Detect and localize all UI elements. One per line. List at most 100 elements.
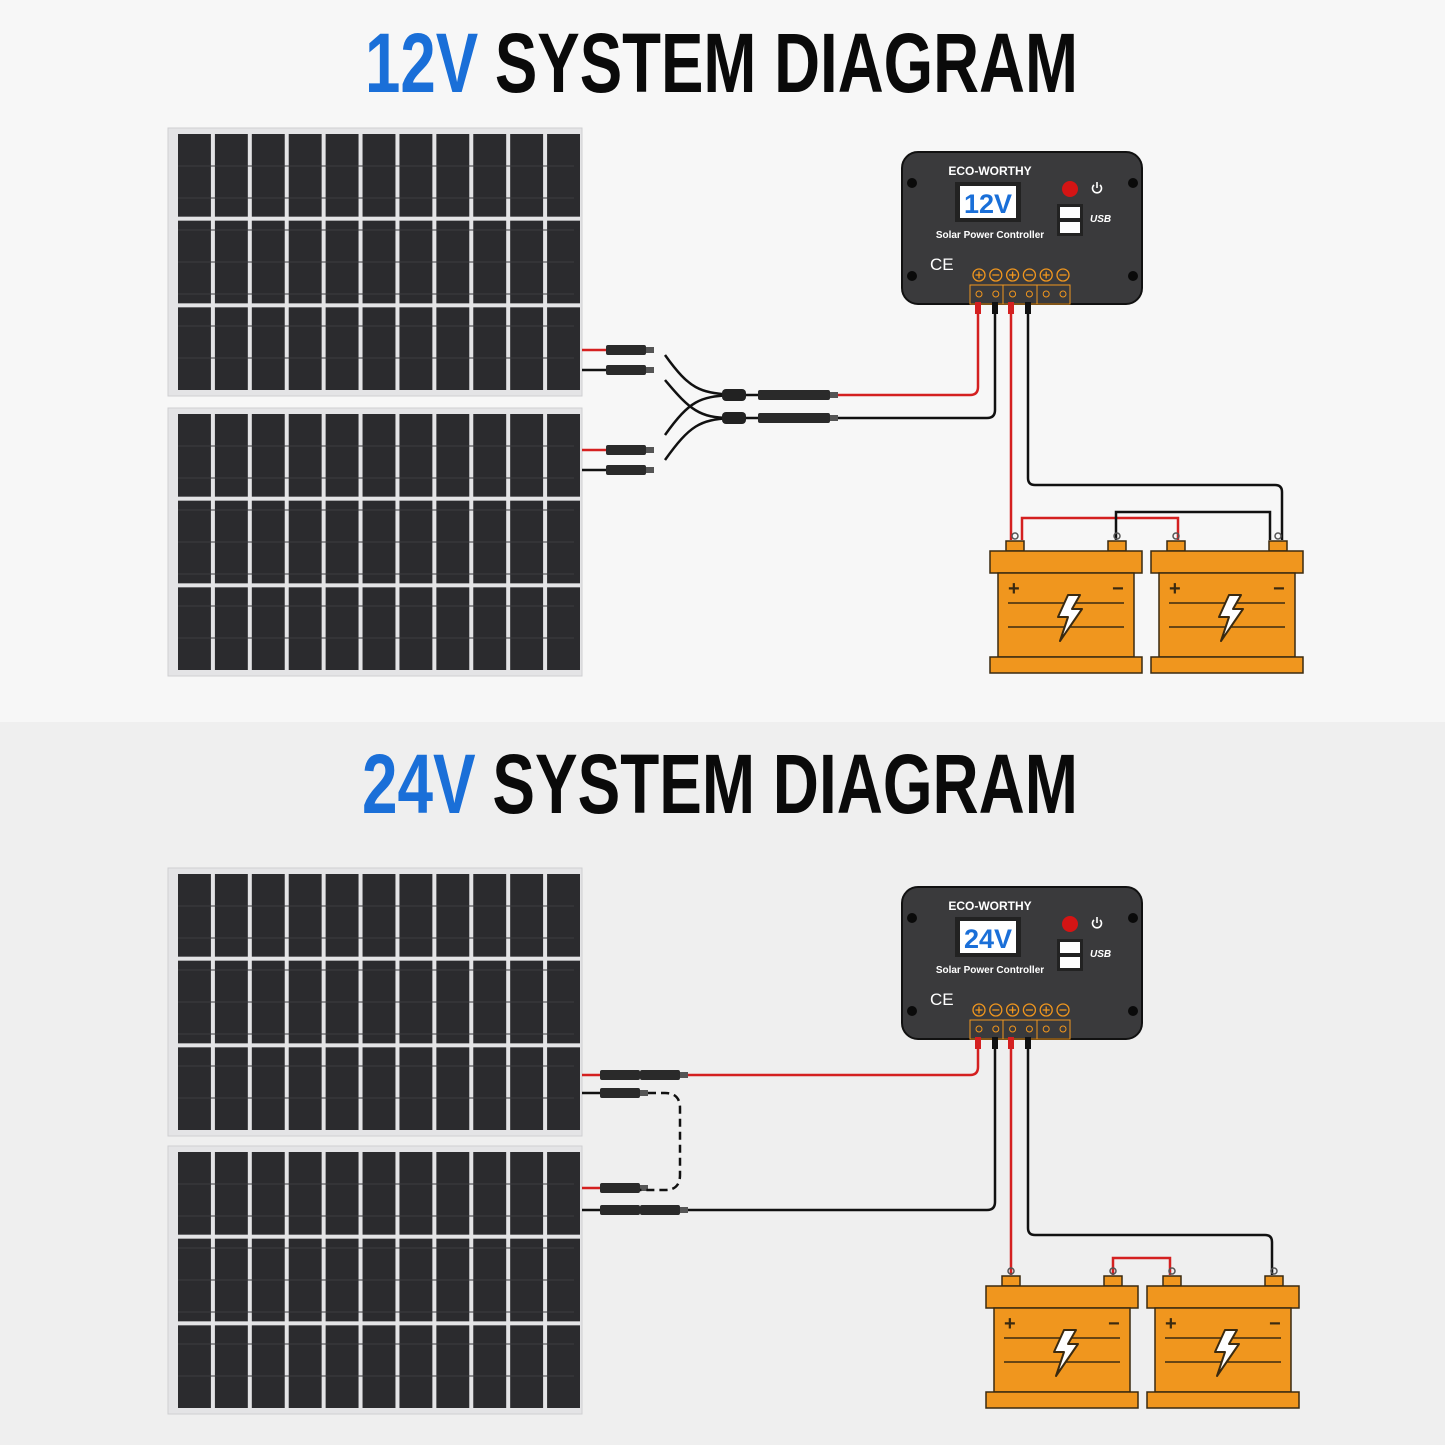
- minus-terminal-icon: [989, 268, 1003, 282]
- solar-cell: [362, 874, 396, 957]
- power-icon: [1091, 182, 1103, 194]
- solar-cell: [547, 307, 580, 390]
- title-voltage: 12V: [365, 16, 478, 110]
- lightning-bolt-icon: [1053, 1329, 1079, 1377]
- positive-post: [1162, 1275, 1182, 1287]
- minus-terminal-icon: [989, 1003, 1003, 1017]
- solar-cell: [251, 587, 285, 670]
- solar-panel: [167, 867, 583, 1137]
- solar-cell: [547, 1152, 580, 1235]
- terminal-screw: [1009, 290, 1017, 298]
- solar-cell: [473, 307, 507, 390]
- solar-cell: [251, 1047, 285, 1130]
- solar-cell: [510, 1047, 544, 1130]
- solar-cell: [547, 1047, 580, 1130]
- battery-minus-sign: −: [1108, 1313, 1120, 1335]
- title-text: SYSTEM DIAGRAM: [492, 737, 1078, 831]
- title-24v: 24VSYSTEM DIAGRAM: [362, 737, 1078, 831]
- solar-cell: [362, 587, 396, 670]
- parallel-negative-link: [1114, 510, 1272, 540]
- mc4-connector-icon: [790, 390, 838, 400]
- plus-terminal-icon: [1039, 1003, 1053, 1017]
- solar-cell: [399, 414, 433, 497]
- terminal-screw: [1025, 290, 1033, 298]
- mc4-connector-icon: [606, 365, 654, 375]
- solar-cell: [399, 134, 433, 217]
- wire-lug: [1008, 302, 1014, 314]
- plus-terminal-icon: [972, 268, 986, 282]
- solar-cell: [399, 874, 433, 957]
- mc4-connector-icon: [640, 1205, 688, 1215]
- solar-cell: [251, 1325, 285, 1408]
- solar-cell: [362, 307, 396, 390]
- solar-cell: [436, 307, 470, 390]
- solar-cell: [178, 134, 211, 217]
- solar-cell: [214, 1152, 248, 1235]
- mount-hole-icon: [1128, 271, 1138, 281]
- solar-cell: [473, 1325, 507, 1408]
- power-icon: [1091, 917, 1103, 929]
- minus-terminal-icon: [1056, 268, 1070, 282]
- solar-cell: [510, 307, 544, 390]
- solar-cell: [436, 1325, 470, 1408]
- plus-terminal-icon: [1005, 1003, 1020, 1017]
- terminal-block: [969, 284, 1071, 305]
- controller-label: Solar Power Controller: [936, 230, 1044, 241]
- solar-cell: [214, 587, 248, 670]
- solar-cell: [251, 414, 285, 497]
- negative-post: [1103, 1275, 1123, 1287]
- branch-cable: [663, 416, 731, 461]
- controller-brand: ECO-WORTHY: [948, 899, 1031, 913]
- branch-cable: [663, 393, 731, 436]
- mc4-connector-icon: [790, 413, 838, 423]
- solar-cell: [325, 1325, 359, 1408]
- battery: +−: [1146, 1267, 1300, 1409]
- solar-cell: [214, 1325, 248, 1408]
- battery-negative-wire: [1026, 1040, 1274, 1275]
- ce-mark: CE: [930, 990, 954, 1009]
- mount-hole-icon: [907, 271, 917, 281]
- wire-lug: [975, 302, 981, 314]
- battery: +−: [989, 532, 1143, 674]
- wire-lug: [1008, 1037, 1014, 1049]
- terminal-screw: [1042, 290, 1050, 298]
- solar-cell: [214, 874, 248, 957]
- battery-plus-sign: +: [1004, 1313, 1016, 1335]
- solar-cell: [288, 1325, 322, 1408]
- usb-label: USB: [1090, 949, 1111, 960]
- negative-post: [1268, 540, 1288, 552]
- solar-cell: [399, 1325, 433, 1408]
- solar-cell: [251, 307, 285, 390]
- solar-cell: [473, 414, 507, 497]
- solar-cell: [214, 134, 248, 217]
- lightning-bolt-icon: [1214, 1329, 1240, 1377]
- solar-cell: [251, 1152, 285, 1235]
- battery-minus-sign: −: [1269, 1313, 1281, 1335]
- solar-cell: [288, 134, 322, 217]
- solar-cell: [362, 1047, 396, 1130]
- usb-port: [1060, 207, 1080, 218]
- wire-lug: [975, 1037, 981, 1049]
- solar-cell: [178, 874, 211, 957]
- mc4-connector-icon: [600, 1183, 648, 1193]
- solar-cell: [399, 1047, 433, 1130]
- terminal-screw: [1059, 1025, 1067, 1033]
- solar-cell: [510, 414, 544, 497]
- power-indicator-led: [1062, 916, 1078, 932]
- solar-cell: [436, 134, 470, 217]
- solar-cell: [251, 134, 285, 217]
- mc4-connector-icon: [600, 1088, 648, 1098]
- solar-cell: [214, 307, 248, 390]
- solar-cell: [436, 1152, 470, 1235]
- negative-post: [1264, 1275, 1284, 1287]
- wire-lug: [992, 1037, 998, 1049]
- solar-cell: [547, 414, 580, 497]
- solar-cell: [362, 1325, 396, 1408]
- solar-cell: [288, 587, 322, 670]
- battery-plus-sign: +: [1169, 578, 1181, 600]
- positive-post: [1001, 1275, 1021, 1287]
- battery-plus-sign: +: [1008, 578, 1020, 600]
- solar-cell: [473, 1047, 507, 1130]
- terminal-screw: [1059, 290, 1067, 298]
